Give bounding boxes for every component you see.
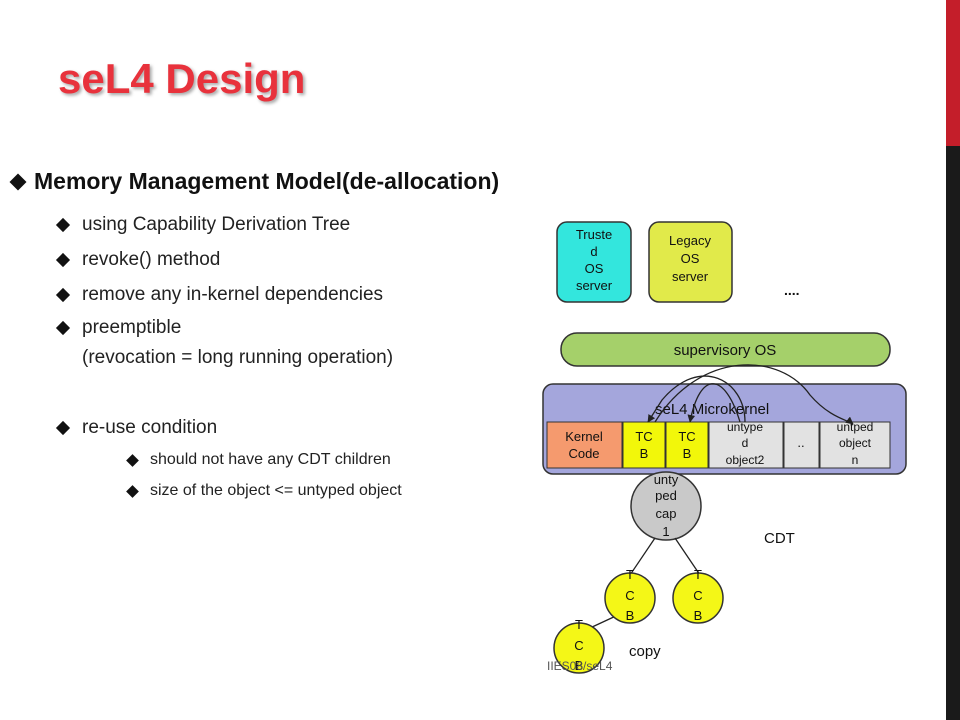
arrow-untyped2-to-tcb2 (687, 383, 741, 423)
arrow-untyped2-to-tcb1 (647, 375, 746, 423)
tcb-node-line: T (575, 617, 583, 632)
sub-bullet-text: revoke() method (82, 249, 221, 270)
sub-bullet-revoke: revoke() method (55, 245, 221, 275)
sub-sub-bullet-size: size of the object <= untyped object (126, 482, 402, 500)
tcb-node-copy (553, 622, 605, 674)
more-objects-cell (783, 421, 820, 469)
supervisory-os-bar (560, 332, 891, 367)
trusted-os-server-line: OS (585, 261, 604, 276)
tcb-cell-1 (622, 421, 666, 469)
tcb-cell-2 (665, 421, 709, 469)
legacy-os-server-box (648, 221, 733, 303)
kernel-code-line: Code (568, 446, 599, 461)
untyped-cap-line: 1 (662, 524, 669, 539)
sub-bullet-cdt: using Capability Derivation Tree (55, 210, 351, 240)
copy-label: copy (629, 643, 661, 660)
tcb-node-line: B (575, 658, 584, 673)
arrow-tcb1-to-untypedn (654, 364, 854, 425)
legacy-os-server-line: server (672, 269, 709, 284)
supervisory-os-label: supervisory OS (674, 342, 777, 359)
tcb-cell-line: TC (635, 429, 652, 444)
untyped-objectn-line: untped (837, 420, 874, 434)
untyped-object2-line: object2 (726, 453, 765, 467)
tcb-cell-line: B (683, 446, 692, 461)
slide-title: seL4 Design (58, 55, 306, 102)
tcb-node-left (604, 572, 656, 624)
main-bullet-text: Memory Management Model(de-allocation) (34, 168, 500, 194)
tcb-node-line: B (626, 608, 635, 623)
trusted-os-server-box (556, 221, 632, 303)
main-bullet: Memory Management Model(de-allocation) (9, 168, 500, 195)
sub-sub-bullet-text: size of the object <= untyped object (150, 482, 402, 499)
untyped-cap-line: unty (654, 472, 679, 487)
legacy-os-server-line: OS (681, 251, 700, 266)
tcb-node-right (672, 572, 724, 624)
untyped-object2-cell (708, 421, 784, 469)
sub-bullet-text: preemptible (82, 317, 182, 338)
right-edge-bar (946, 0, 960, 720)
untyped-objectn-line: n (852, 453, 859, 467)
kernel-code-line: Kernel (565, 429, 603, 444)
tcb-node-line: T (694, 567, 702, 582)
tcb-cell-line: TC (678, 429, 695, 444)
tcb-node-line: C (574, 638, 583, 653)
more-servers-ellipsis: .... (784, 282, 800, 298)
sub-bullet-text: remove any in-kernel dependencies (82, 284, 384, 305)
sub-bullet-reuse: re-use condition (55, 413, 218, 443)
tree-edge (629, 537, 656, 576)
cdt-label: CDT (764, 530, 795, 547)
untyped-cap-node (630, 471, 702, 541)
tcb-node-line: C (625, 588, 634, 603)
trusted-os-server-line: d (590, 244, 597, 259)
sub-bullet-text-continued: (revocation = long running operation) (82, 347, 394, 368)
tcb-cell-line: B (640, 446, 649, 461)
untyped-objectn-line: object (839, 436, 872, 450)
untyped-object2-line: untype (727, 420, 763, 434)
sub-bullet-dependencies: remove any in-kernel dependencies (55, 280, 384, 310)
tree-edge (674, 537, 701, 576)
footer-text: IIES08/seL4 (547, 659, 613, 673)
kernel-code-cell (546, 421, 623, 469)
untyped-objectn-cell (819, 421, 891, 469)
right-edge-accent (946, 0, 960, 146)
untyped-cap-line: ped (655, 488, 677, 503)
trusted-os-server-line: Truste (576, 227, 612, 242)
untyped-cap-line: cap (656, 506, 677, 521)
trusted-os-server-line: server (576, 278, 613, 293)
sub-sub-bullet-text: should not have any CDT children (150, 451, 391, 468)
sub-sub-bullet-children: should not have any CDT children (126, 451, 391, 469)
sub-bullet-text: using Capability Derivation Tree (82, 214, 351, 235)
more-objects-dots: .. (797, 435, 804, 450)
microkernel-label: seL4 Microkernel (655, 401, 769, 418)
tcb-node-line: B (694, 608, 703, 623)
tcb-node-line: T (626, 567, 634, 582)
legacy-os-server-line: Legacy (669, 233, 711, 248)
tcb-node-line: C (693, 588, 702, 603)
sub-bullet-text: re-use condition (82, 417, 218, 438)
sub-bullet-preemptible: preemptible (revocation = long running o… (55, 313, 394, 373)
untyped-object2-line: d (742, 436, 749, 450)
